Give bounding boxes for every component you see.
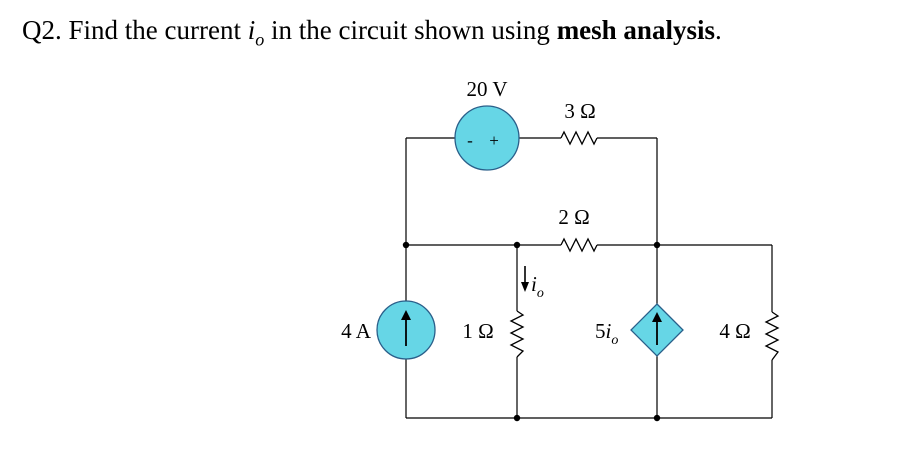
resistor-1-ohm-value: 1 Ω — [462, 319, 493, 343]
resistor-3-ohm: 3 Ω — [560, 99, 598, 146]
resistor-4-ohm-value: 4 Ω — [719, 319, 750, 343]
node-left-middle — [402, 241, 410, 249]
dependent-current-source: 5io — [595, 303, 684, 357]
question-suffix: . — [714, 15, 722, 45]
voltage-source-icon — [454, 105, 520, 171]
node-right-middle — [653, 241, 661, 249]
resistor-2-ohm: 2 Ω — [558, 205, 598, 253]
resistor-zigzag-icon — [560, 130, 598, 146]
voltage-source: - + 20 V — [454, 77, 520, 171]
current-source: 4 A — [341, 300, 436, 360]
current-io-text: io — [531, 272, 544, 301]
circuit-wires — [405, 137, 773, 419]
current-source-value: 4 A — [341, 319, 372, 343]
node-bottom-right — [653, 414, 661, 422]
current-io-label: io — [521, 266, 544, 301]
resistor-3-ohm-value: 3 Ω — [564, 99, 595, 123]
node-center-middle — [513, 241, 521, 249]
node-bottom-center — [513, 414, 521, 422]
resistor-zigzag-icon — [509, 310, 525, 358]
voltage-source-minus: - — [467, 131, 473, 150]
question-prefix: Q2. Find the current — [22, 15, 248, 45]
current-source-arrowhead — [401, 310, 411, 320]
voltage-source-value: 20 V — [466, 77, 507, 101]
resistor-2-ohm-value: 2 Ω — [558, 205, 589, 229]
voltage-source-plus: + — [489, 131, 499, 150]
question-text: Q2. Find the current io in the circuit s… — [22, 14, 722, 55]
resistor-4-ohm: 4 Ω — [719, 311, 780, 361]
dependent-source-arrowhead — [652, 312, 662, 322]
dependent-source-value: 5io — [595, 319, 618, 348]
resistor-zigzag-icon — [560, 237, 598, 253]
question-middle: in the circuit shown using — [264, 15, 557, 45]
question-emphasis: mesh analysis — [556, 15, 715, 45]
resistor-1-ohm: 1 Ω — [462, 310, 525, 358]
arrow-down-head — [521, 282, 529, 292]
question-variable: io — [247, 15, 265, 50]
resistor-zigzag-icon — [764, 311, 780, 361]
